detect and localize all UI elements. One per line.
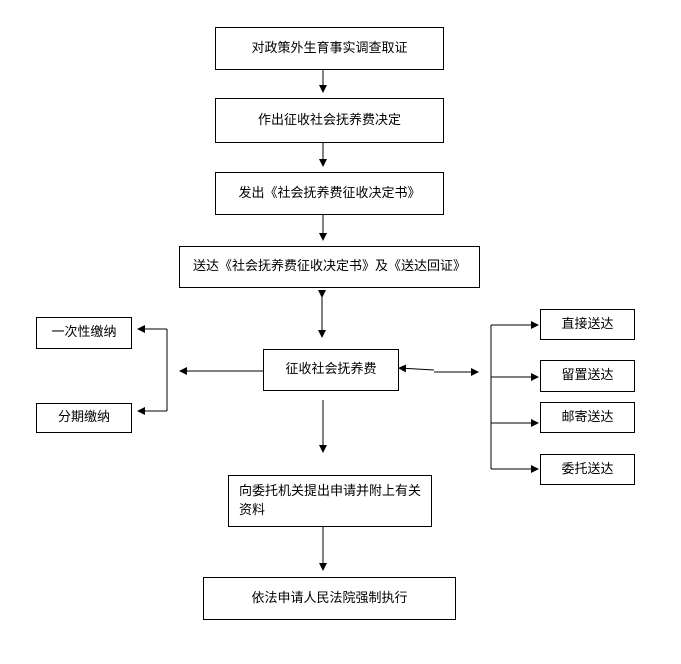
delivery-direct: 直接送达 [540, 309, 635, 340]
arrow-delivery-back-to-collect [398, 364, 435, 373]
delivery-lien: 留置送达 [540, 360, 635, 392]
payment-installment: 分期缴纳 [36, 403, 132, 433]
step-deliver-decision: 送达《社会抚养费征收决定书》及《送达回证》 [179, 246, 480, 288]
step-issue-decision: 发出《社会抚养费征收决定书》 [215, 172, 444, 215]
step-investigate-evidence: 对政策外生育事实调查取证 [215, 27, 444, 70]
step-decide-collection: 作出征收社会抚养费决定 [215, 98, 444, 143]
payment-lump-sum: 一次性缴纳 [36, 317, 132, 349]
delivery-entrusted: 委托送达 [540, 454, 635, 485]
step-collect-fee: 征收社会抚养费 [263, 349, 399, 391]
step-court-enforcement: 依法申请人民法院强制执行 [203, 577, 456, 620]
step-apply-entrusting-agency: 向委托机关提出申请并附上有关资料 [228, 475, 432, 527]
delivery-mail: 邮寄送达 [540, 402, 635, 433]
